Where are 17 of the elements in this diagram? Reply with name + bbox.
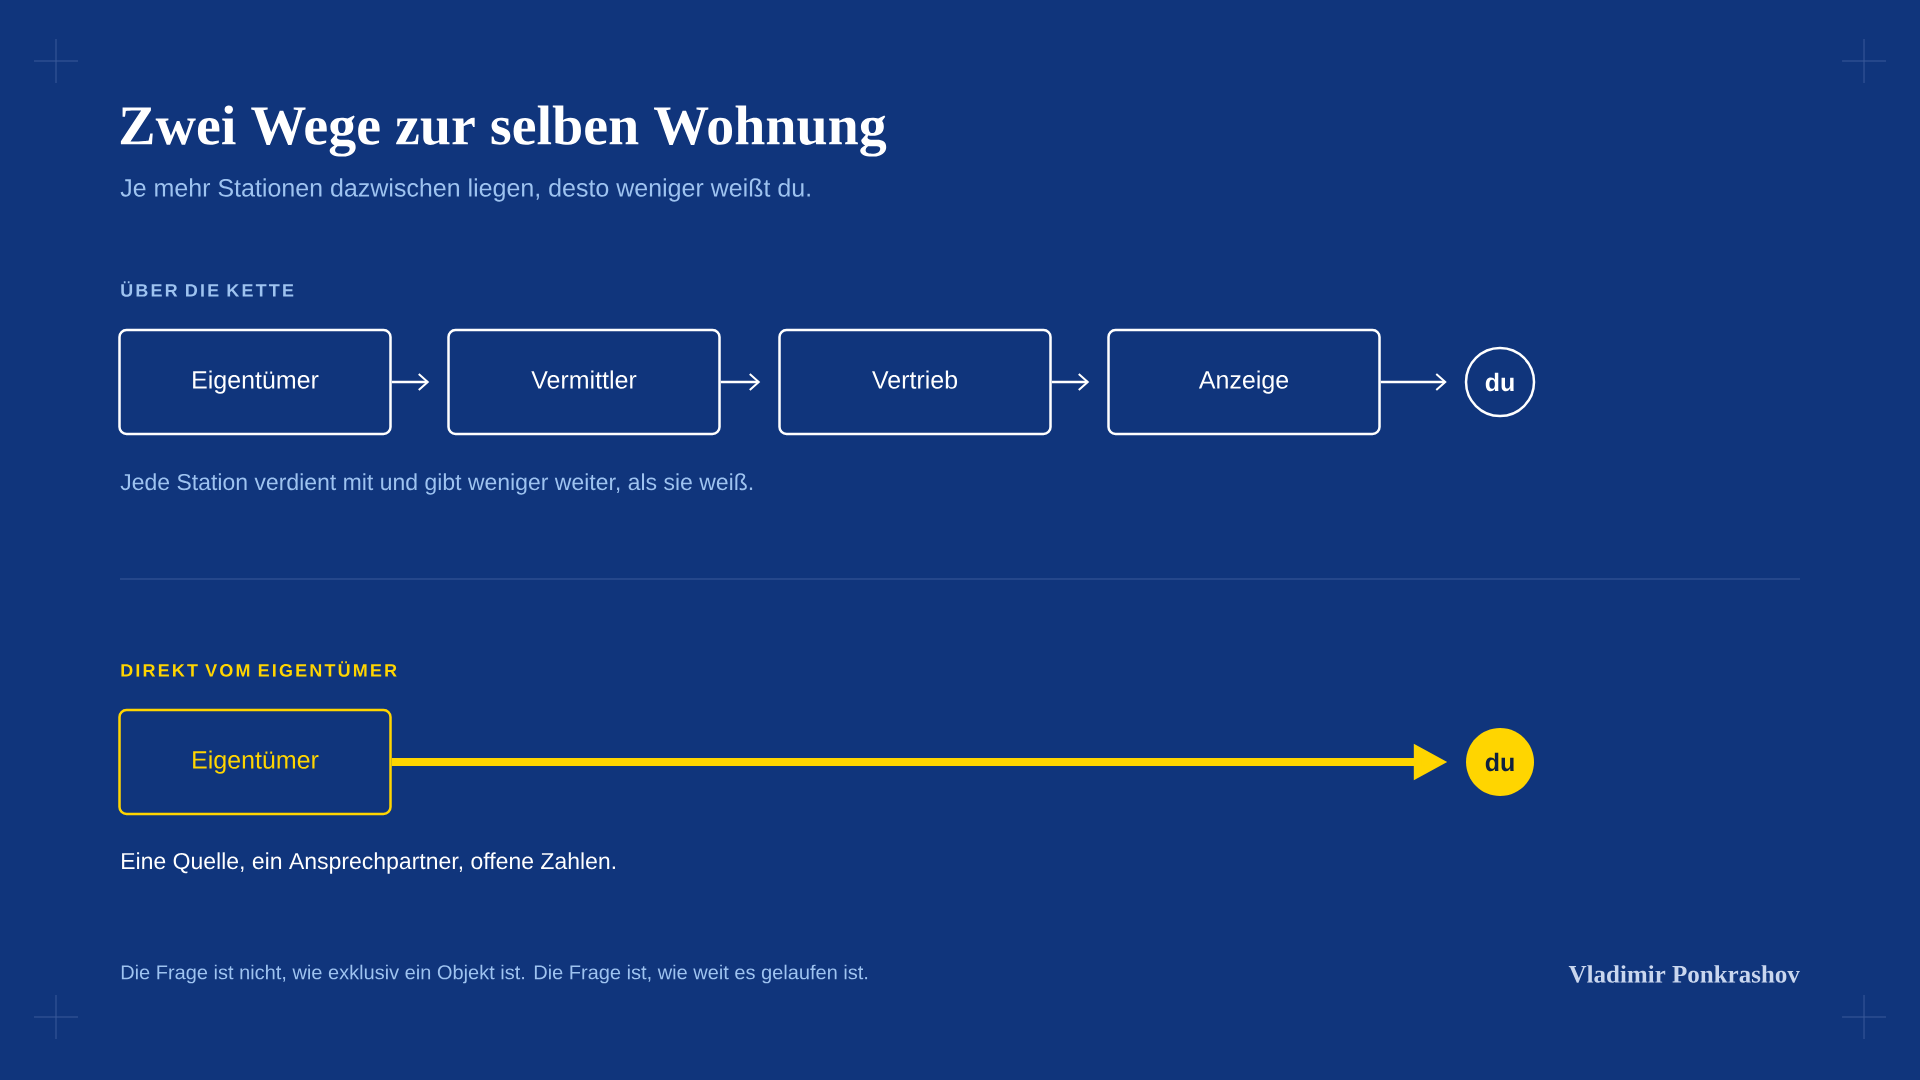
arrow <box>1380 373 1447 391</box>
author-name: Vladimir Ponkrashov <box>1568 965 1800 983</box>
title: Zwei Wege zur selben Wohnung <box>120 105 887 157</box>
arrow <box>391 373 430 391</box>
section-heading: DIREKT VOM EIGENTÜMER <box>121 661 397 677</box>
arrow <box>720 373 761 391</box>
process-box: Vermittler <box>447 328 721 436</box>
note-text: Jede Station verdient mit und gibt weniger weiter, als sie weiß. <box>120 473 753 495</box>
process-box: Eigentümer <box>118 708 392 816</box>
section-heading: ÜBER DIE KETTE <box>121 281 294 297</box>
process-box: Vertrieb <box>778 328 1052 436</box>
footer-text: Die Frage ist nicht, wie exklusiv ein Objekt ist. Die Frage ist, wie weit es gelaufen ist. <box>121 964 868 984</box>
arrow <box>1051 373 1090 391</box>
note-text: Eine Quelle, ein Ansprechpartner, offene Zahlen. <box>122 852 615 874</box>
subtitle: Je mehr Stationen dazwischen liegen, desto weniger weißt du. <box>120 178 810 202</box>
process-box: Anzeige <box>1107 328 1381 436</box>
process-box: Eigentümer <box>118 328 392 436</box>
